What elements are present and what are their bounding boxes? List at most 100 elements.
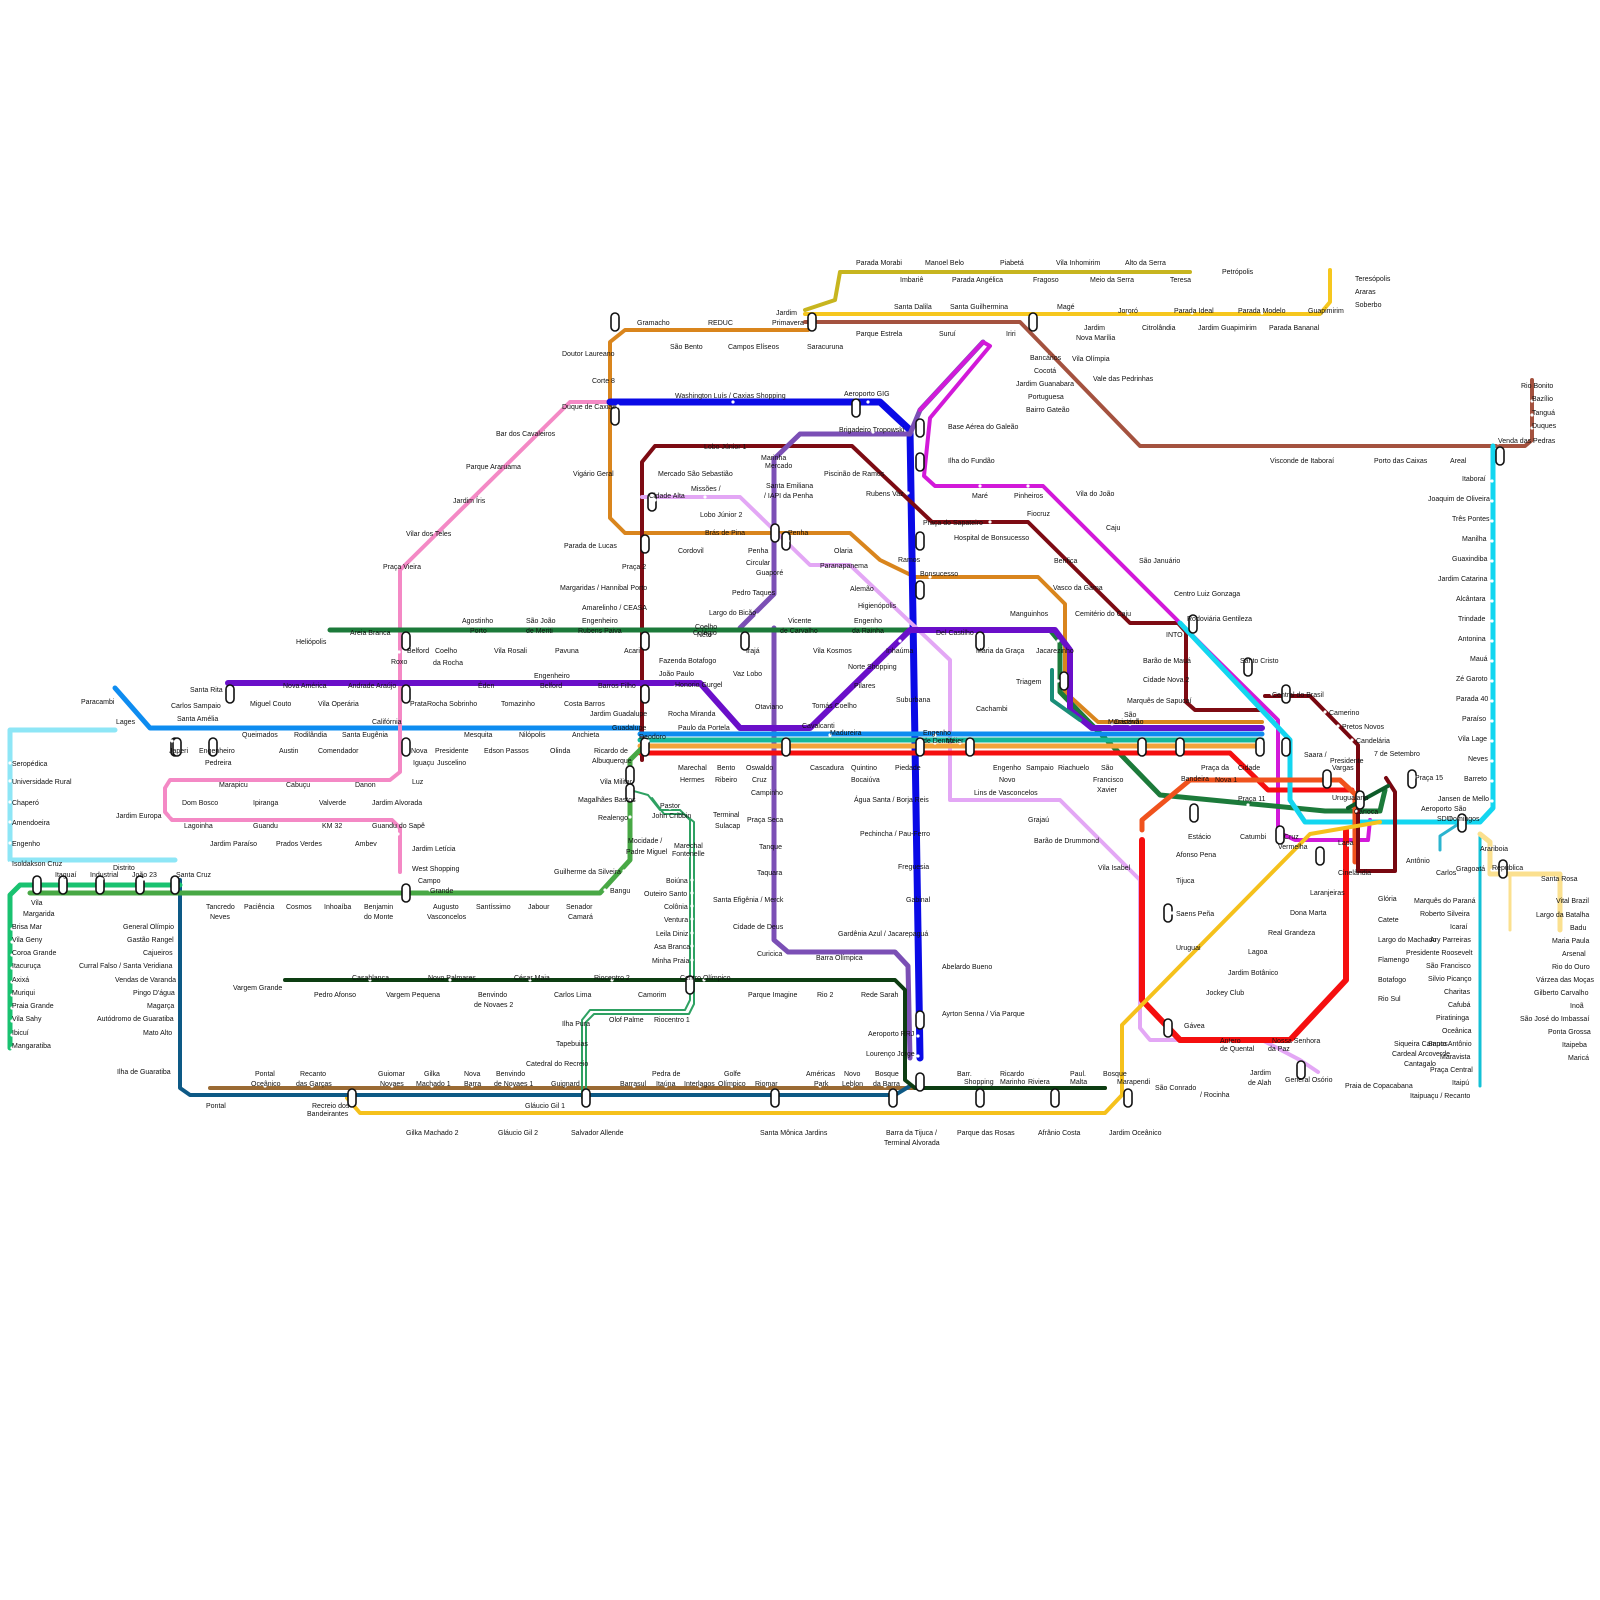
- station-label[interactable]: Cocotá: [1034, 368, 1056, 375]
- station-dot[interactable]: [363, 791, 367, 795]
- station-dot[interactable]: [310, 1074, 314, 1078]
- station-label[interactable]: Otaviano: [755, 704, 783, 711]
- station-label[interactable]: Gastão Rangel: [127, 937, 174, 944]
- station-dot[interactable]: [296, 791, 300, 795]
- station-label[interactable]: Jardim: [1084, 325, 1105, 332]
- station-label[interactable]: Golfe: [724, 1071, 741, 1078]
- station-label[interactable]: Neto: [697, 632, 712, 639]
- station-label[interactable]: Piratininga: [1436, 1015, 1469, 1022]
- station-label[interactable]: Japeri: [169, 748, 189, 755]
- station-dot[interactable]: [1440, 1054, 1444, 1058]
- station-dot[interactable]: [978, 484, 982, 488]
- station-label[interactable]: Ayrton Senna / Via Parque: [942, 1011, 1025, 1018]
- station-label[interactable]: Francisco: [1093, 777, 1123, 784]
- station-label[interactable]: Cachambi: [976, 706, 1008, 713]
- station-dot[interactable]: [1590, 901, 1594, 905]
- station-dot[interactable]: [1208, 1095, 1212, 1099]
- station-label[interactable]: Aeroporto: [1421, 806, 1452, 813]
- station-dot[interactable]: [1378, 920, 1382, 924]
- station-label[interactable]: Freguesia: [898, 864, 929, 871]
- station-label[interactable]: Barros Filho: [598, 683, 636, 690]
- station-dot[interactable]: [940, 1014, 944, 1018]
- station-dot[interactable]: [470, 1074, 474, 1078]
- station-dot[interactable]: [718, 335, 722, 339]
- station-dot[interactable]: [510, 1084, 514, 1088]
- station-dot[interactable]: [412, 995, 416, 999]
- station-dot[interactable]: [923, 520, 927, 524]
- station-dot[interactable]: [632, 1084, 636, 1088]
- station-label[interactable]: Flamengo: [1378, 957, 1409, 964]
- station-dot[interactable]: [1490, 539, 1494, 543]
- station-dot[interactable]: [406, 719, 410, 723]
- interchange-station[interactable]: [915, 737, 925, 757]
- station-dot[interactable]: [117, 704, 121, 708]
- station-label[interactable]: Nova: [464, 1071, 480, 1078]
- station-label[interactable]: Olof Palme: [609, 1017, 644, 1024]
- station-label[interactable]: Rubens Vaz: [866, 491, 904, 498]
- station-label[interactable]: Cidade de Deus: [733, 924, 784, 931]
- station-label[interactable]: Engenho: [993, 765, 1021, 772]
- station-dot[interactable]: [828, 733, 832, 737]
- station-dot[interactable]: [554, 431, 558, 435]
- station-label[interactable]: Mercado São Sebastião: [658, 471, 733, 478]
- station-dot[interactable]: [750, 335, 754, 339]
- station-label[interactable]: Domingos: [1448, 816, 1480, 823]
- station-label[interactable]: Santa Rita: [190, 687, 223, 694]
- station-dot[interactable]: [783, 927, 787, 931]
- station-dot[interactable]: [450, 692, 454, 696]
- interchange-station[interactable]: [640, 684, 650, 704]
- station-label[interactable]: Afonso Pena: [1176, 852, 1216, 859]
- station-label[interactable]: Tapebuias: [556, 1041, 588, 1048]
- station-dot[interactable]: [1024, 410, 1028, 414]
- station-dot[interactable]: [840, 566, 844, 570]
- interchange-station[interactable]: [975, 1088, 985, 1108]
- station-dot[interactable]: [646, 838, 650, 842]
- station-label[interactable]: Inoã: [1570, 1003, 1584, 1010]
- station-label[interactable]: São José do Imbassaí: [1520, 1016, 1589, 1023]
- station-dot[interactable]: [1378, 940, 1382, 944]
- station-dot[interactable]: [1456, 461, 1460, 465]
- station-dot[interactable]: [263, 791, 267, 795]
- station-label[interactable]: Antonina: [1458, 636, 1486, 643]
- station-dot[interactable]: [1530, 399, 1534, 403]
- station-label[interactable]: Santíssimo: [476, 904, 511, 911]
- station-label[interactable]: Catedral do Recreio: [526, 1061, 588, 1068]
- station-dot[interactable]: [1353, 292, 1357, 296]
- interchange-station[interactable]: [975, 631, 985, 651]
- station-dot[interactable]: [1228, 1049, 1232, 1053]
- interchange-station[interactable]: [1123, 1088, 1133, 1108]
- interchange-station[interactable]: [1275, 825, 1285, 845]
- station-dot[interactable]: [416, 878, 420, 882]
- station-dot[interactable]: [928, 800, 932, 804]
- station-dot[interactable]: [725, 815, 729, 819]
- station-dot[interactable]: [423, 564, 427, 568]
- station-dot[interactable]: [790, 1133, 794, 1137]
- station-dot[interactable]: [516, 1133, 520, 1137]
- station-dot[interactable]: [142, 877, 146, 881]
- station-label[interactable]: Marapicu: [219, 782, 248, 789]
- station-label[interactable]: Praia Grande: [12, 1003, 54, 1010]
- station-label[interactable]: Albuquerque: [592, 758, 632, 765]
- station-dot[interactable]: [595, 1133, 599, 1137]
- station-label[interactable]: Várzea das Moças: [1536, 977, 1594, 984]
- interchange-station[interactable]: [1255, 737, 1265, 757]
- station-label[interactable]: João Paulo: [659, 671, 694, 678]
- station-label[interactable]: Quintino: [851, 765, 877, 772]
- station-dot[interactable]: [1056, 639, 1060, 643]
- station-dot[interactable]: [916, 1034, 920, 1038]
- station-label[interactable]: Brisa Mar: [12, 924, 43, 931]
- station-dot[interactable]: [196, 791, 200, 795]
- station-label[interactable]: Jardim Letícia: [412, 846, 456, 853]
- station-dot[interactable]: [750, 639, 754, 643]
- interchange-station[interactable]: [640, 737, 650, 757]
- station-dot[interactable]: [876, 334, 880, 338]
- station-dot[interactable]: [230, 832, 234, 836]
- station-label[interactable]: Presidente Roosevelt: [1406, 950, 1473, 957]
- station-dot[interactable]: [818, 1084, 822, 1088]
- station-label[interactable]: Universidade Rural: [12, 779, 72, 786]
- station-dot[interactable]: [448, 978, 452, 982]
- station-dot[interactable]: [256, 739, 260, 743]
- station-label[interactable]: Pedreira: [205, 760, 232, 767]
- station-label[interactable]: Uruguai: [1176, 945, 1201, 952]
- station-label[interactable]: Mauá: [1470, 656, 1488, 663]
